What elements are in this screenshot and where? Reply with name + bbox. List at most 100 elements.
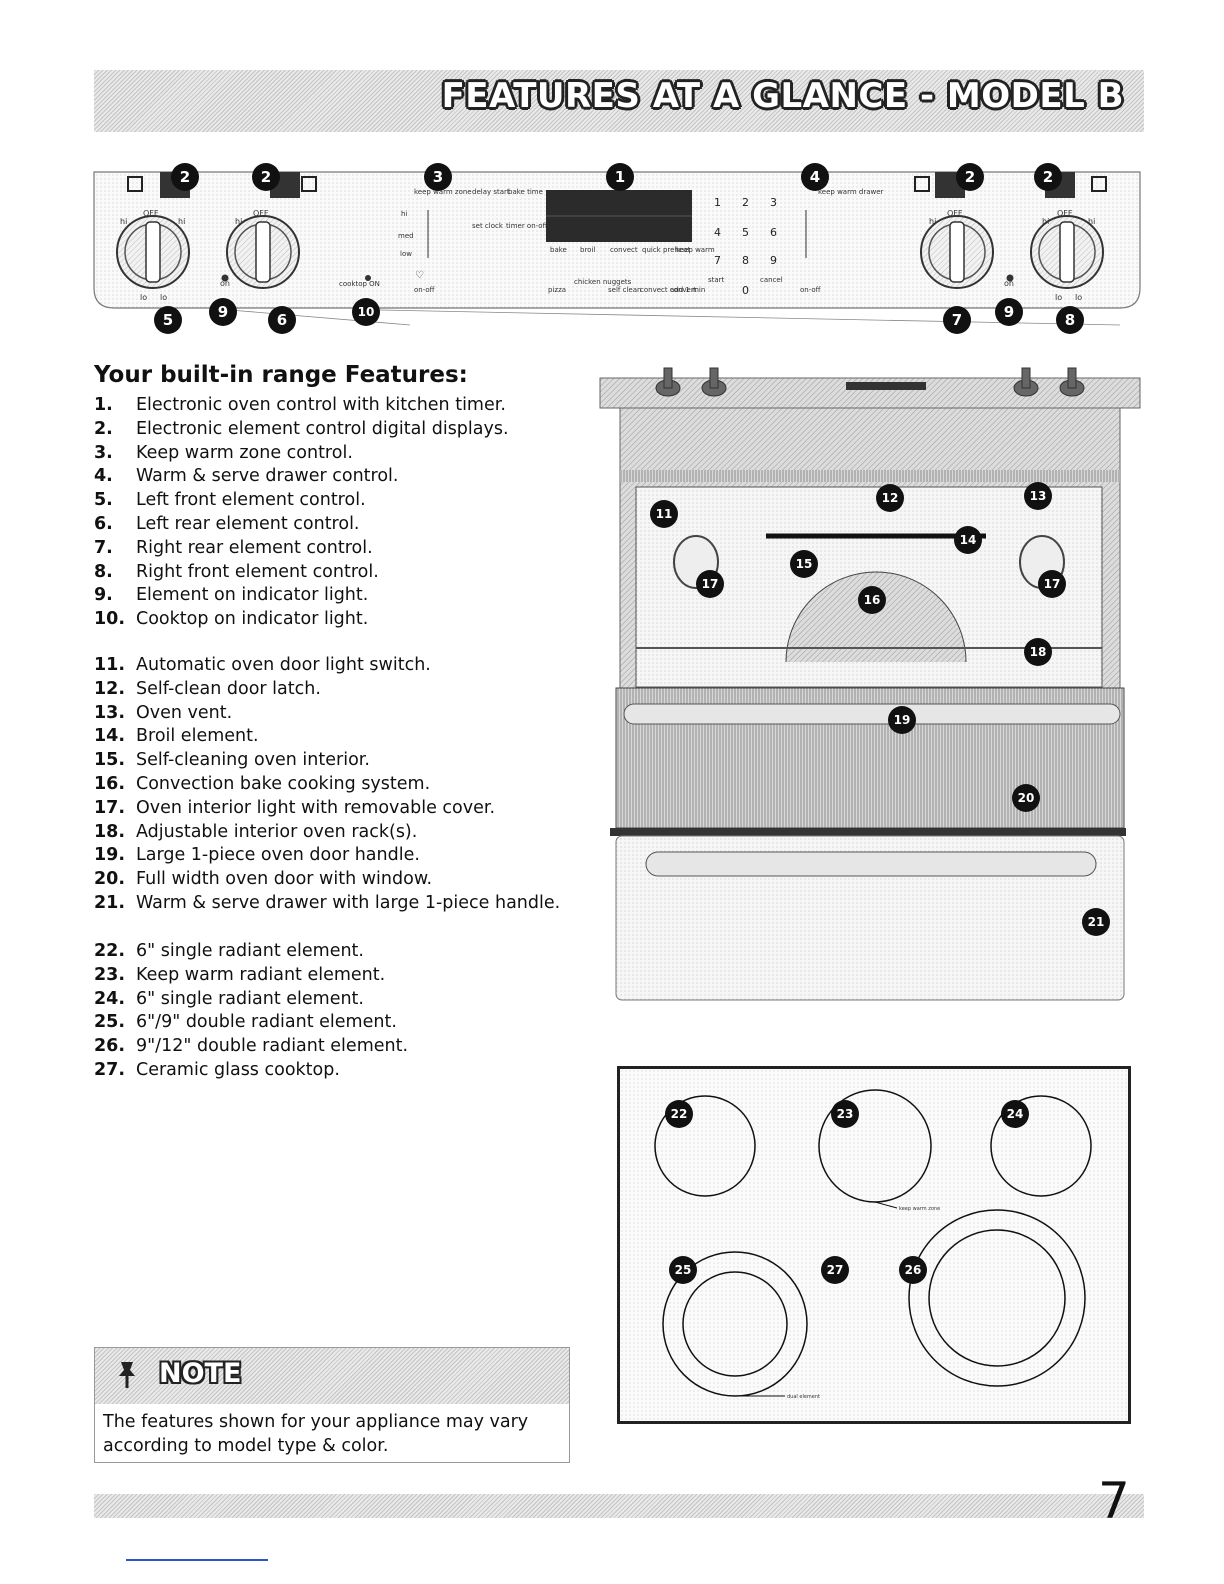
list-item: 3.Keep warm zone control. — [94, 442, 353, 463]
list-item: 5.Left front element control. — [94, 490, 366, 511]
svg-text:delay start: delay start — [472, 188, 510, 196]
element-right-front-inner — [928, 1229, 1066, 1367]
svg-text:24: 24 — [1007, 1107, 1024, 1121]
knob-right-front — [1030, 215, 1104, 289]
svg-text:OFF: OFF — [947, 209, 963, 218]
knob-left-front — [116, 215, 190, 289]
svg-text:9: 9 — [218, 303, 228, 321]
element-right-rear — [990, 1095, 1092, 1197]
svg-text:9: 9 — [1004, 303, 1014, 321]
svg-text:5: 5 — [163, 311, 173, 329]
svg-text:5: 5 — [742, 226, 749, 239]
svg-text:convect: convect — [610, 246, 638, 254]
svg-text:27: 27 — [827, 1263, 844, 1277]
svg-text:11: 11 — [656, 507, 673, 521]
svg-text:9: 9 — [770, 254, 777, 267]
svg-text:14: 14 — [960, 533, 977, 547]
list-item: 26.9"/12" double radiant element. — [94, 1036, 409, 1057]
svg-text:20: 20 — [1018, 791, 1035, 805]
svg-text:cancel: cancel — [760, 276, 783, 284]
note-box: NOTE The features shown for your applian… — [94, 1347, 570, 1463]
svg-text:set clock: set clock — [472, 222, 504, 230]
svg-text:8: 8 — [1065, 311, 1075, 329]
svg-text:hi: hi — [401, 210, 407, 218]
list-item: 23.Keep warm radiant element. — [94, 964, 386, 985]
svg-text:broil: broil — [580, 246, 595, 254]
svg-text:1: 1 — [714, 196, 721, 209]
range-diagram: 11 12 13 14 15 16 17 17 18 19 20 21 — [599, 367, 1141, 1001]
svg-text:21: 21 — [1088, 915, 1105, 929]
svg-text:lo: lo — [1075, 293, 1082, 302]
note-title: NOTE — [159, 1358, 242, 1389]
list-item: 18.Adjustable interior oven rack(s). — [94, 821, 418, 842]
svg-text:25: 25 — [675, 1263, 692, 1277]
list-item: 15.Self-cleaning oven interior. — [94, 750, 370, 771]
list-item: 14.Broil element. — [94, 726, 259, 747]
svg-text:dual element: dual element — [787, 1394, 820, 1400]
svg-text:keep warm zone: keep warm zone — [899, 1206, 940, 1212]
svg-text:12: 12 — [882, 491, 899, 505]
svg-text:lo: lo — [140, 293, 147, 302]
element-left-rear — [654, 1095, 756, 1197]
svg-text:OFF: OFF — [253, 209, 269, 218]
list-item: 8.Right front element control. — [94, 561, 379, 582]
svg-text:med: med — [398, 232, 414, 240]
list-item: 4.Warm & serve drawer control. — [94, 466, 399, 487]
page-title: FEATURES AT A GLANCE - MODEL B — [441, 76, 1124, 116]
list-item: 27.Ceramic glass cooktop. — [94, 1059, 340, 1080]
svg-text:10: 10 — [358, 305, 375, 319]
list-item: 25.6"/9" double radiant element. — [94, 1012, 397, 1033]
svg-text:1: 1 — [615, 168, 625, 186]
list-item: 22.6" single radiant element. — [94, 941, 364, 961]
list-item: 10.Cooktop on indicator light. — [94, 609, 369, 630]
svg-text:bake time: bake time — [508, 188, 543, 196]
svg-text:7: 7 — [952, 311, 962, 329]
svg-text:OFF: OFF — [1057, 209, 1073, 218]
svg-text:13: 13 — [1030, 489, 1047, 503]
list-item: 9.Element on indicator light. — [94, 585, 369, 606]
list-item: 7.Right rear element control. — [94, 537, 373, 558]
cooktop-diagram: keep warm zone dual element 22 23 24 25 … — [617, 1066, 1131, 1424]
svg-text:hi: hi — [120, 217, 127, 226]
svg-text:hi: hi — [1088, 217, 1095, 226]
svg-text:6: 6 — [770, 226, 777, 239]
list-item: 20.Full width oven door with window. — [94, 869, 433, 890]
svg-text:3: 3 — [433, 168, 443, 186]
svg-text:7: 7 — [714, 254, 721, 267]
svg-text:6: 6 — [277, 311, 287, 329]
svg-text:on-off: on-off — [414, 286, 435, 294]
svg-text:15: 15 — [796, 557, 813, 571]
svg-text:on: on — [1004, 279, 1014, 288]
list-item: 17.Oven interior light with removable co… — [94, 797, 496, 818]
list-item: 1.Electronic oven control with kitchen t… — [94, 395, 506, 415]
page-number: 7 — [1098, 1472, 1130, 1530]
list-item: 13.Oven vent. — [94, 702, 233, 723]
svg-text:low: low — [400, 250, 412, 258]
svg-text:hi: hi — [178, 217, 185, 226]
svg-text:22: 22 — [671, 1107, 688, 1121]
title-banner: FEATURES AT A GLANCE - MODEL B — [94, 70, 1144, 132]
svg-text:hi: hi — [1042, 217, 1049, 226]
cooktop-callouts: 22 23 24 25 27 26 — [665, 1100, 1029, 1284]
svg-text:18: 18 — [1030, 645, 1047, 659]
svg-text:start: start — [708, 276, 725, 284]
range-callouts: 11 12 13 14 15 16 17 17 18 19 20 21 — [650, 482, 1110, 936]
svg-text:convect convert: convect convert — [640, 286, 697, 294]
svg-text:23: 23 — [837, 1107, 854, 1121]
list-item: 2.Electronic element control digital dis… — [94, 418, 509, 439]
svg-text:4: 4 — [810, 168, 820, 186]
bottom-rule — [126, 1559, 268, 1561]
list-item: 24.6" single radiant element. — [94, 988, 364, 1009]
svg-text:quick preheat: quick preheat — [642, 246, 690, 254]
svg-text:pizza: pizza — [548, 286, 566, 294]
svg-text:19: 19 — [894, 713, 911, 727]
svg-text:hi: hi — [929, 217, 936, 226]
svg-text:self clean: self clean — [608, 286, 641, 294]
list-item: 16.Convection bake cooking system. — [94, 773, 431, 794]
svg-text:timer on-off: timer on-off — [506, 222, 548, 230]
knob-right-rear — [920, 215, 994, 289]
svg-text:3: 3 — [770, 196, 777, 209]
svg-text:16: 16 — [864, 593, 881, 607]
